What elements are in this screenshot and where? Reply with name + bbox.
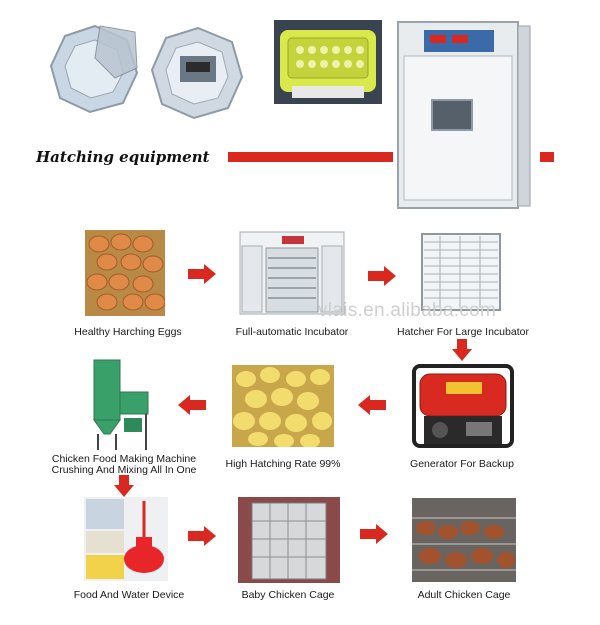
step-food-water-label: Food And Water Device	[73, 589, 185, 601]
step-hatcher-label: Hatcher For Large Incubator	[397, 326, 529, 338]
chicks-image	[232, 365, 334, 447]
round-incubator-open-image	[45, 18, 145, 118]
eggs-image	[85, 230, 165, 316]
baby-chicken-cage-image	[238, 497, 340, 583]
cabinet-incubator-image	[396, 20, 532, 212]
step-generator-label: Generator For Backup	[410, 458, 514, 470]
red-arrow-icon	[178, 395, 206, 415]
adult-chicken-cage-image	[412, 498, 516, 582]
step-eggs-label: Healthy Harching Eggs	[74, 326, 182, 338]
step-hatching-rate-label: High Hatching Rate 99%	[225, 458, 341, 470]
food-water-device-image	[84, 497, 168, 581]
step-food-machine-label-line1: Chicken Food Making Machine	[51, 453, 197, 465]
red-arrow-icon	[188, 526, 216, 546]
generator-image	[410, 362, 516, 452]
red-arrow-icon	[360, 524, 388, 544]
step-baby-cage-label: Baby Chicken Cage	[241, 589, 335, 601]
step-incubator-label: Full-automatic Incubator	[235, 326, 349, 338]
food-machine-image	[88, 358, 158, 452]
red-arrow-icon	[188, 264, 216, 284]
title-divider-bar-end	[540, 152, 554, 162]
page-title: Hatching equipment	[36, 148, 210, 166]
watermark: vlais.en.alibaba.com	[318, 300, 497, 321]
small-yellow-incubator-image	[272, 18, 384, 106]
red-arrow-icon	[368, 266, 396, 286]
title-divider-bar	[228, 152, 393, 162]
red-arrow-icon	[358, 395, 386, 415]
round-incubator-closed-image	[148, 22, 248, 122]
red-arrow-icon	[114, 475, 134, 497]
hatcher-image	[420, 232, 502, 312]
step-food-machine-label-line2: Crushing And Mixing All In One	[51, 464, 197, 476]
red-arrow-icon	[452, 339, 472, 361]
incubator-image	[238, 230, 346, 316]
step-adult-cage-label: Adult Chicken Cage	[417, 589, 511, 601]
